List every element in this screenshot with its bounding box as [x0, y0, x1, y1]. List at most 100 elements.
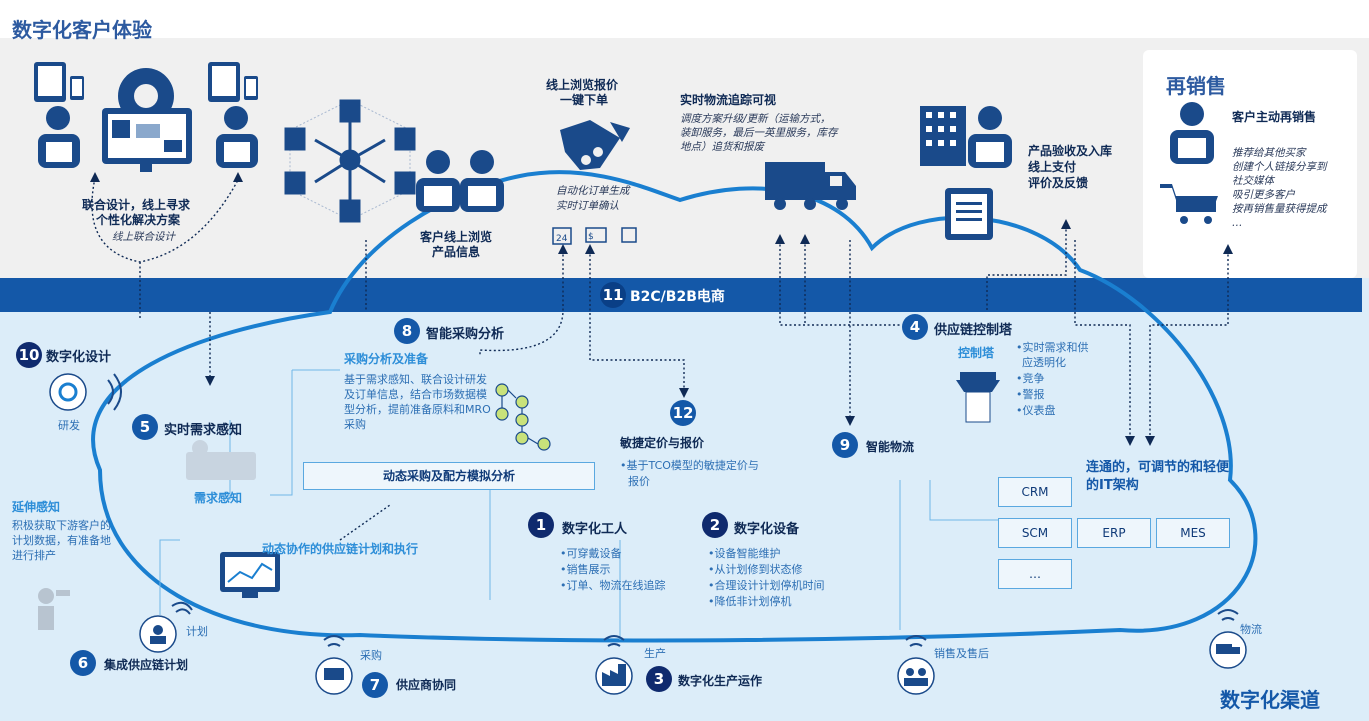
node-8-number: 8: [394, 318, 420, 344]
wifi-icon: [107, 373, 122, 411]
control-tower-label: 控制塔: [958, 346, 995, 360]
resale-title: 再销售: [1166, 74, 1226, 98]
accept-label-3: 评价及反馈: [1028, 176, 1089, 190]
node-1-bullet-2: •销售展示: [560, 563, 611, 576]
node-9-label: 智能物流: [866, 440, 915, 454]
wifi-icon: [323, 635, 345, 647]
node-12-bullet-2: 报价: [628, 475, 650, 488]
channel-logistics: 物流: [1240, 623, 1262, 636]
person-icon: [38, 106, 80, 168]
dynamic-plan-label: 动态协作的供应链计划和执行: [262, 542, 419, 556]
logistics-title: 实时物流追踪可视: [680, 93, 777, 107]
wifi-icon: [171, 601, 193, 615]
gear-monitor-icon: [102, 68, 192, 172]
node-7-label: 供应商协同: [396, 678, 457, 692]
tablet-doc-icon: [945, 188, 993, 240]
resale-line-5: 按再销售量获得提成: [1232, 203, 1327, 215]
handshake-icon: [560, 120, 630, 170]
truck-icon: [765, 162, 856, 210]
accept-label-2: 线上支付: [1028, 160, 1077, 174]
node-6-label: 集成供应链计划: [104, 658, 189, 672]
factory-icon: [595, 657, 633, 695]
resale-line-6: …: [1232, 217, 1243, 229]
scm-box: SCM: [998, 518, 1072, 548]
node-9-number: 9: [832, 432, 858, 458]
plan-icon: [139, 615, 177, 653]
it-title-2: 的IT架构: [1086, 478, 1139, 493]
order-sub-1: 自动化订单生成: [556, 185, 630, 197]
node-4-label: 供应链控制塔: [934, 323, 1013, 338]
more-box: …: [998, 559, 1072, 589]
cart-icon: [1160, 184, 1218, 224]
node-5-label: 实时需求感知: [164, 423, 243, 438]
node-1-label: 数字化工人: [562, 522, 628, 537]
person-icon: [1170, 102, 1214, 164]
wifi-icon: [1217, 609, 1239, 621]
node-12-bullet-1: •基于TCO模型的敏捷定价与: [620, 459, 759, 472]
robot-icon: [38, 588, 70, 630]
band-label: B2C/B2B电商: [630, 289, 725, 305]
resale-line-2: 创建个人链接分享到: [1232, 161, 1327, 173]
ecommerce-band: [0, 278, 1362, 312]
calendar-icon: 24 $: [552, 227, 637, 245]
co-design-label: 联合设计，线上寻求: [82, 198, 191, 212]
node-2-label: 数字化设备: [734, 522, 800, 537]
node-8-sub-title: 采购分析及准备: [344, 352, 429, 366]
order-label-2: 一键下单: [560, 93, 609, 107]
channel-sales: 销售及售后: [934, 647, 989, 660]
control-tower-icon: [956, 372, 1000, 423]
footer-title: 数字化渠道: [1220, 688, 1320, 712]
browse-label-2: 产品信息: [432, 245, 481, 259]
person-icon: [216, 106, 258, 168]
node-6-number: 6: [70, 650, 96, 676]
node-1-bullet-3: •订单、物流在线追踪: [560, 579, 666, 592]
tablet-icon: [34, 62, 84, 102]
band-number: 11: [600, 282, 626, 308]
node-4-bullet-2: 应透明化: [1022, 356, 1066, 369]
browse-label: 客户线上浏览: [420, 230, 493, 244]
channel-purchase: 采购: [360, 649, 382, 662]
it-title-1: 连通的，可调节的和轻便: [1086, 460, 1230, 475]
erp-box: ERP: [1077, 518, 1151, 548]
node-4-bullet-3: •竞争: [1016, 372, 1045, 385]
node-2-bullet-2: •从计划修到状态修: [708, 563, 803, 576]
extend-desc: 积极获取下游客户的计划数据，有准备地进行排产: [12, 519, 111, 562]
logistics-icon: [1209, 631, 1247, 669]
wifi-icon: [905, 635, 927, 647]
tablet-icon: [208, 62, 258, 102]
node-5-number: 5: [132, 414, 158, 440]
node-2-bullet-4: •降低非计划停机: [708, 595, 792, 608]
sales-icon: [897, 657, 935, 695]
demand-sensing-icon: [186, 440, 256, 480]
node-2-number: 2: [702, 512, 728, 538]
node-4-bullet-1: •实时需求和供: [1016, 341, 1089, 354]
co-design-sub: 线上联合设计: [112, 231, 175, 243]
node-10-sub: 研发: [58, 419, 80, 432]
svg-text:24: 24: [556, 234, 568, 244]
node-2-bullet-1: •设备智能维护: [708, 547, 781, 560]
extend-title: 延伸感知: [12, 500, 61, 514]
resale-heading: 客户主动再销售: [1232, 110, 1317, 124]
accept-label-1: 产品验收及入库: [1028, 144, 1113, 158]
wifi-icon: [603, 635, 625, 647]
node-1-number: 1: [528, 512, 554, 538]
dynamic-sim-box: 动态采购及配方模拟分析: [303, 462, 595, 490]
crm-box: CRM: [998, 477, 1072, 507]
gear-icon: [49, 373, 87, 411]
node-12-number: 12: [670, 400, 696, 426]
node-10-label: 数字化设计: [46, 350, 112, 365]
node-4-bullet-4: •警报: [1016, 388, 1045, 401]
node-12-label: 敏捷定价与报价: [620, 436, 705, 450]
node-1-bullet-1: •可穿戴设备: [560, 547, 622, 560]
order-label: 线上浏览报价: [546, 78, 619, 92]
node-10-number: 10: [16, 342, 42, 368]
monitor-chart-icon: [220, 552, 280, 598]
node-4-bullet-5: •仪表盘: [1016, 404, 1056, 417]
process-flow-icon: [495, 383, 551, 451]
person-icon: [416, 150, 504, 212]
node-4-number: 4: [902, 314, 928, 340]
node-7-number: 7: [362, 672, 388, 698]
supplier-icon: [315, 657, 353, 695]
node-8-desc: 基于需求感知、联合设计研发及订单信息，结合市场数据模型分析，提前准备原料和MRO…: [344, 373, 491, 431]
